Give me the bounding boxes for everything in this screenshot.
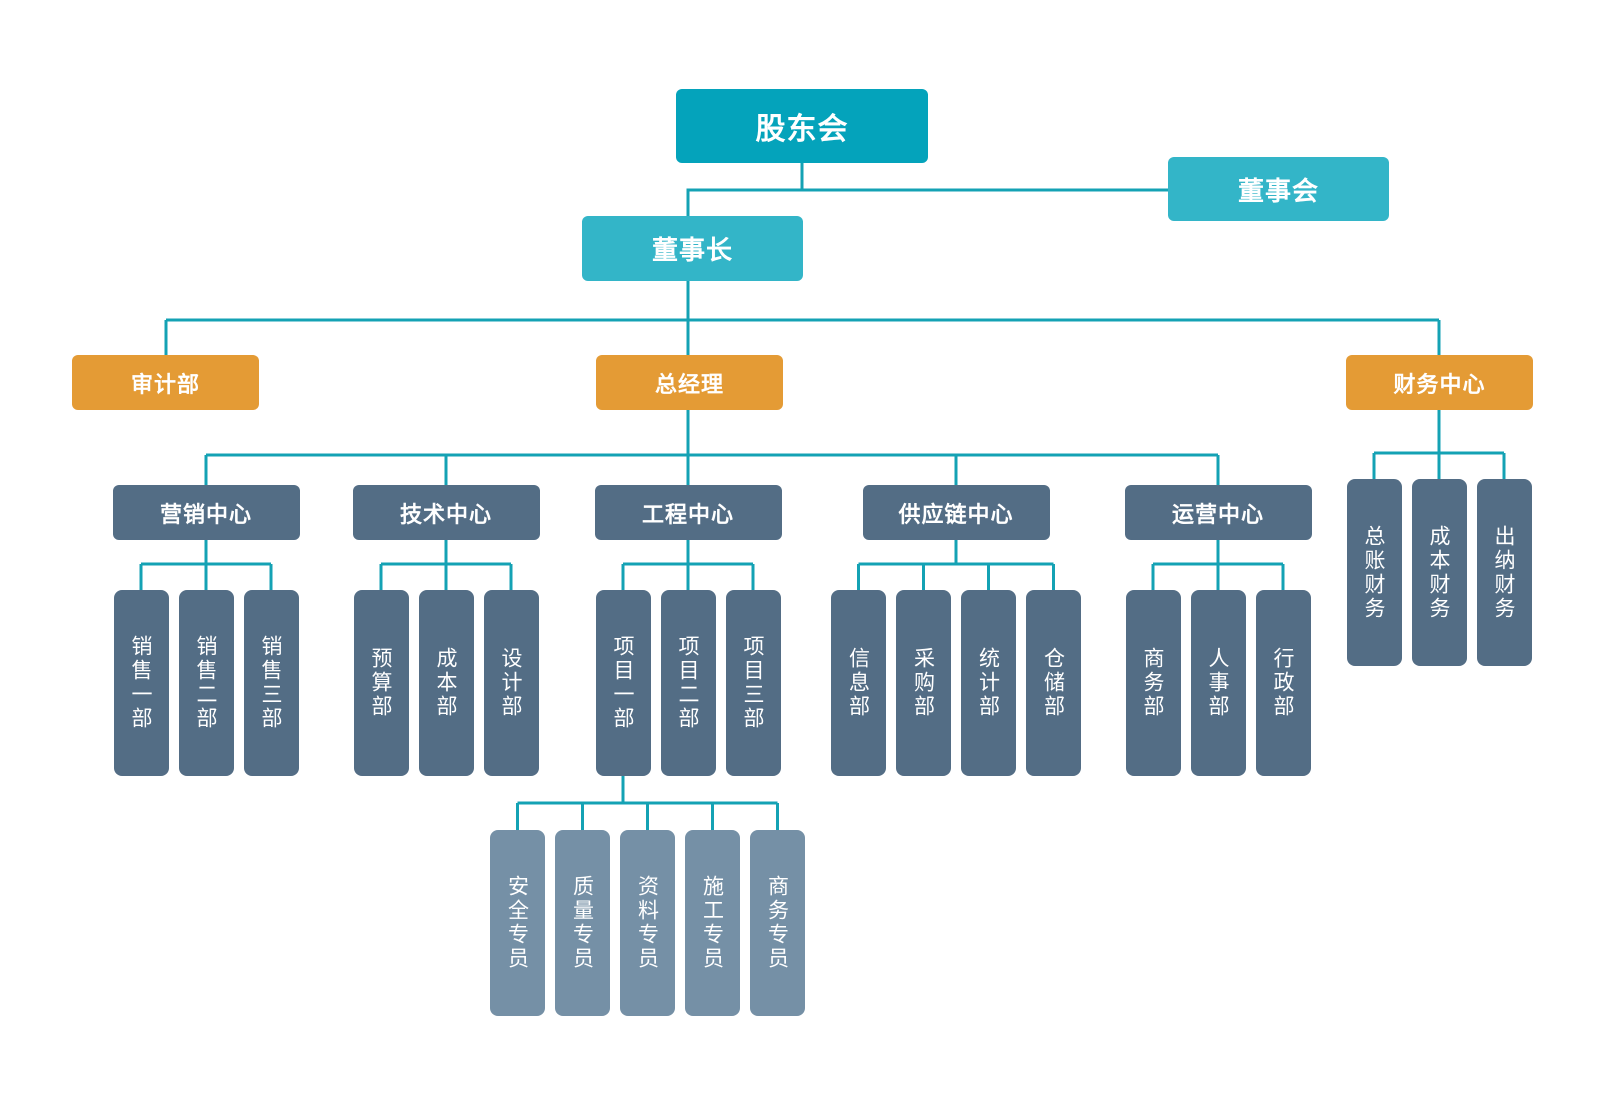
department-3-1: 采购部 xyxy=(896,590,951,776)
department-2-2: 项目三部 xyxy=(725,590,781,776)
department-0-0: 销售一部 xyxy=(113,590,169,776)
department-4-0: 商务部 xyxy=(1125,590,1181,776)
node-shareholders: 股东会 xyxy=(676,89,928,163)
node-finance-center: 财务中心 xyxy=(1346,355,1533,410)
specialist-2: 资料专员 xyxy=(620,830,675,1016)
specialist-1: 质量专员 xyxy=(555,830,610,1016)
center-4: 运营中心 xyxy=(1124,485,1312,540)
center-0: 营销中心 xyxy=(112,485,300,540)
center-2: 工程中心 xyxy=(594,485,782,540)
department-1-1: 成本部 xyxy=(418,590,474,776)
department-1-2: 设计部 xyxy=(483,590,539,776)
department-1-0: 预算部 xyxy=(353,590,409,776)
department-3-3: 仓储部 xyxy=(1026,590,1081,776)
department-3-0: 信息部 xyxy=(831,590,886,776)
specialist-4: 商务专员 xyxy=(750,830,805,1016)
node-audit: 审计部 xyxy=(72,355,259,410)
department-4-2: 行政部 xyxy=(1255,590,1311,776)
department-0-2: 销售三部 xyxy=(243,590,299,776)
specialist-0: 安全专员 xyxy=(490,830,545,1016)
department-3-2: 统计部 xyxy=(961,590,1016,776)
node-chairman: 董事长 xyxy=(582,216,803,281)
center-1: 技术中心 xyxy=(352,485,540,540)
department-4-1: 人事部 xyxy=(1190,590,1246,776)
connector-line xyxy=(686,188,802,216)
specialist-3: 施工专员 xyxy=(685,830,740,1016)
department-0-1: 销售二部 xyxy=(178,590,234,776)
center-3: 供应链中心 xyxy=(862,485,1050,540)
department-2-1: 项目二部 xyxy=(660,590,716,776)
finance-department-0: 总账财务 xyxy=(1346,479,1402,666)
finance-department-2: 出纳财务 xyxy=(1476,479,1532,666)
finance-department-1: 成本财务 xyxy=(1411,479,1467,666)
department-2-0: 项目一部 xyxy=(595,590,651,776)
connector-line xyxy=(800,163,1168,192)
node-board: 董事会 xyxy=(1168,157,1389,221)
node-general-manager: 总经理 xyxy=(596,355,783,410)
